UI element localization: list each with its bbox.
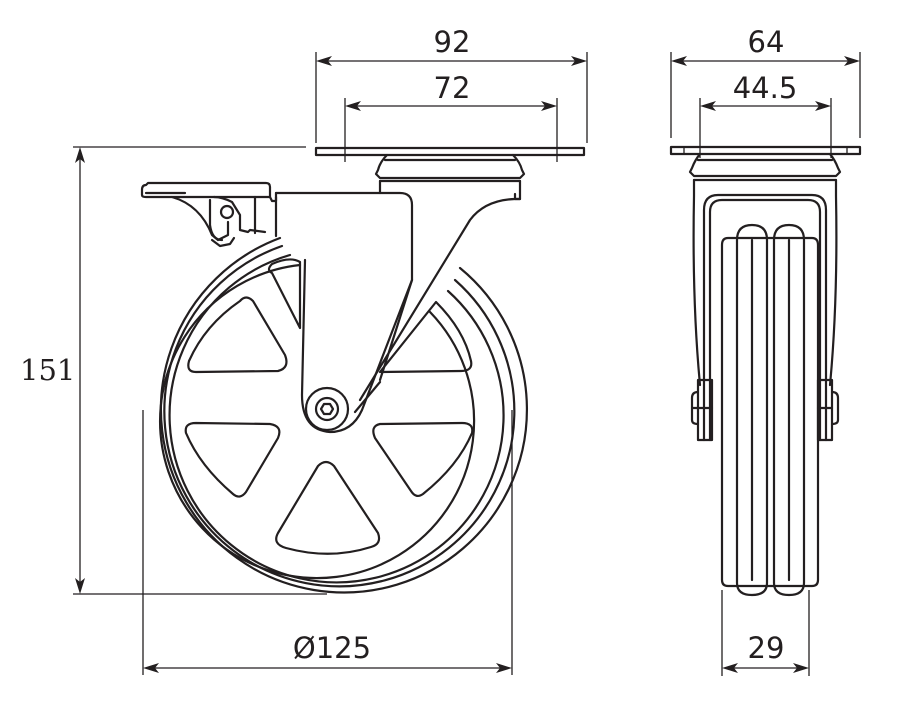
side-wheel xyxy=(720,223,820,597)
mounting-plate xyxy=(314,146,586,157)
side-view xyxy=(669,145,862,597)
hex-bolt-icon xyxy=(319,402,335,416)
dim-label-92: 92 xyxy=(433,25,471,59)
brake-pedal xyxy=(140,181,278,248)
side-swivel-bearing xyxy=(688,152,842,178)
dim-label-64: 64 xyxy=(747,25,785,59)
side-fork xyxy=(692,178,838,387)
dimension-lines xyxy=(73,52,861,676)
axle-nut xyxy=(314,396,340,422)
dim-label-44-5: 44.5 xyxy=(732,71,798,105)
fork-body xyxy=(274,191,522,402)
swivel-bearing xyxy=(374,153,526,180)
dim-label-151: 151 xyxy=(20,353,76,387)
side-mounting-plate xyxy=(669,145,862,156)
dim-label-diameter-125: Ø125 xyxy=(292,631,372,665)
dim-label-72: 72 xyxy=(433,71,471,105)
axle-washer xyxy=(304,386,350,432)
axle-plate xyxy=(300,258,414,434)
dim-label-29: 29 xyxy=(747,631,785,665)
front-view xyxy=(140,146,586,594)
wheel xyxy=(158,236,528,594)
